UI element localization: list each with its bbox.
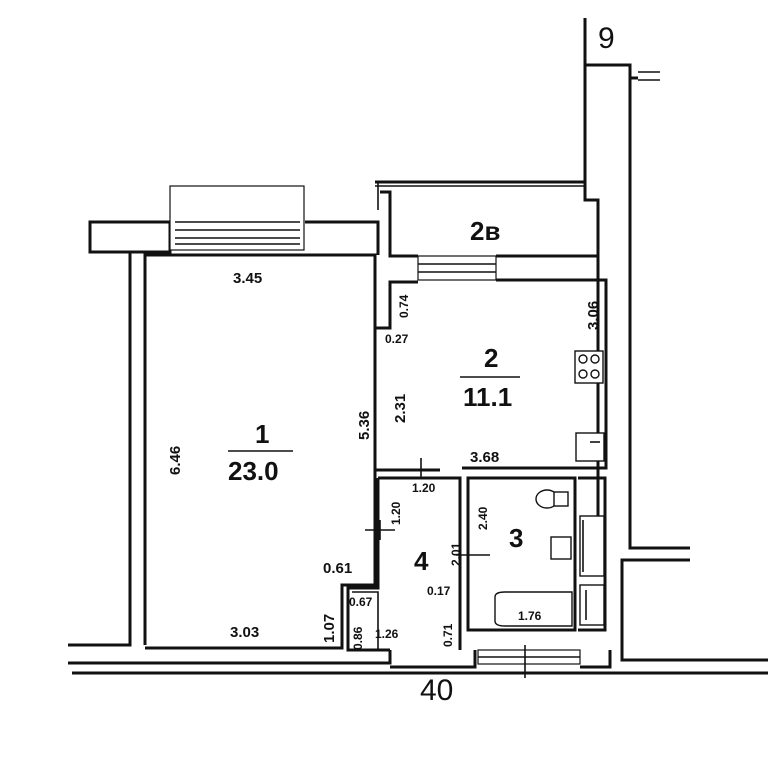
building-number-bottom: 40: [420, 674, 453, 707]
room-3-number: 3: [509, 523, 523, 553]
dim-doorway: 1.20: [412, 481, 436, 495]
dim-room1-right: 5.36: [356, 411, 373, 440]
dim-room1-bottom: 3.03: [230, 624, 259, 641]
dim-room2-left: 2.31: [392, 394, 409, 423]
dim-room1-corner-h: 1.07: [321, 614, 338, 643]
stove-icon: [574, 350, 604, 384]
loggia: [375, 180, 600, 258]
window-room1: [169, 185, 305, 251]
dim-room3-left: 2.40: [476, 506, 490, 530]
room-3: [456, 476, 607, 632]
dim-room2-top-left: 0.74: [397, 294, 411, 318]
room-2-area: 11.1: [463, 382, 512, 412]
sink-icon: [575, 432, 605, 462]
room-4-number: 4: [414, 546, 429, 576]
dim-hall-offset: 0.17: [427, 584, 451, 598]
building-number-top: 9: [598, 22, 615, 55]
dim-hall-lower: 2.01: [449, 542, 463, 566]
room-1-number: 1: [255, 419, 269, 449]
dim-room2-bottom: 3.68: [470, 449, 499, 466]
room-4: [346, 476, 462, 652]
dim-room3-bottom: 1.76: [518, 609, 542, 623]
building-walls: [68, 18, 768, 675]
room-2-number: 2: [484, 343, 498, 373]
bathtub-icon: [494, 591, 573, 627]
room-2: [375, 278, 608, 478]
dim-room1-corner-w: 0.61: [323, 560, 352, 577]
dim-room2-left-offset: 0.27: [385, 332, 409, 346]
window-kitchen: [417, 255, 497, 281]
washbasin-icon: [550, 536, 572, 560]
dim-room1-top: 3.45: [233, 270, 262, 287]
windows: [169, 71, 660, 678]
dim-room2-right: 3.06: [585, 301, 602, 330]
dim-closet-w: 0.67: [349, 595, 373, 609]
dim-hall-right-low: 0.71: [441, 623, 455, 647]
room-1-area: 23.0: [228, 456, 279, 486]
dim-hall-upper: 1.20: [389, 501, 403, 525]
dim-hall-bottom: 1.26: [375, 627, 399, 641]
dim-closet-h: 0.86: [351, 626, 365, 650]
loggia-label: 2в: [470, 216, 500, 246]
dim-room1-left: 6.46: [167, 446, 184, 475]
room-1: [145, 253, 418, 650]
